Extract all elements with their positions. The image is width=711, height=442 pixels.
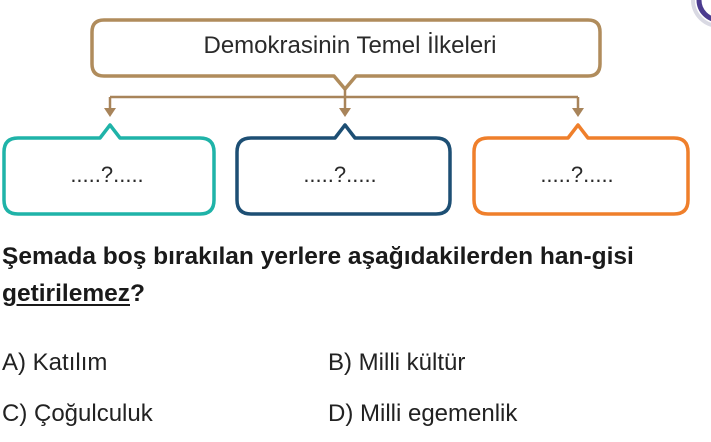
question-text: Şemada boş bırakılan yerlere aşağıdakile… bbox=[2, 238, 708, 312]
concept-diagram bbox=[2, 18, 690, 216]
question-stem: Şemada boş bırakılan yerlere aşağıdakile… bbox=[2, 243, 634, 270]
blank-slot-3: .....?..... bbox=[540, 162, 614, 187]
option-letter: D) bbox=[328, 400, 354, 427]
corner-badge bbox=[691, 0, 711, 27]
option-letter: B) bbox=[328, 349, 352, 376]
option-a[interactable]: A) Katılım bbox=[2, 347, 107, 379]
option-letter: A) bbox=[2, 349, 26, 376]
option-b[interactable]: B) Milli kültür bbox=[328, 347, 465, 379]
option-label: Milli kültür bbox=[358, 349, 466, 376]
title-box bbox=[90, 18, 602, 91]
arrowhead-center bbox=[339, 108, 351, 117]
slot-box-orange bbox=[472, 123, 690, 216]
question-mark: ? bbox=[130, 280, 145, 307]
option-d[interactable]: D) Milli egemenlik bbox=[328, 398, 517, 430]
diagram-title: Demokrasinin Temel İlkeleri bbox=[203, 32, 497, 59]
connector-arrowheads bbox=[104, 108, 584, 117]
option-letter: C) bbox=[2, 400, 28, 427]
blank-slot-1: .....?..... bbox=[70, 162, 144, 187]
arrowhead-right bbox=[572, 108, 584, 117]
option-label: Çoğulculuk bbox=[34, 400, 153, 427]
question-emphasis: getirilemez bbox=[2, 280, 130, 307]
connector-lines bbox=[108, 89, 580, 110]
arrowhead-left bbox=[104, 108, 116, 117]
slot-box-navy bbox=[235, 123, 452, 216]
option-c[interactable]: C) Çoğulculuk bbox=[2, 398, 153, 430]
slot-box-teal bbox=[2, 123, 216, 216]
blank-slot-2: .....?..... bbox=[303, 162, 377, 187]
option-label: Katılım bbox=[32, 349, 108, 376]
option-label: Milli egemenlik bbox=[360, 400, 518, 427]
